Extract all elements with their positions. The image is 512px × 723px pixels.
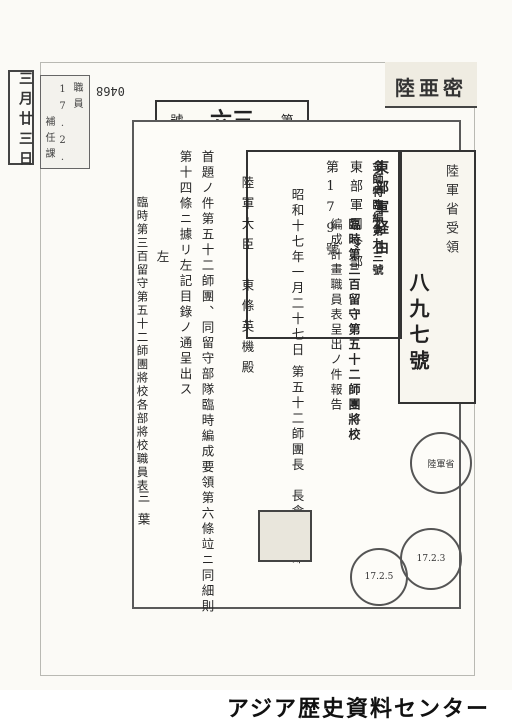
recipient: 陸軍大臣 東條英機殿	[239, 176, 255, 381]
header-stamp-text: 陸亜密	[395, 76, 467, 100]
square-seal	[258, 510, 312, 562]
receipt-date: 17.2.	[57, 84, 68, 169]
routing-box: 東部軍経由 東部軍司令部 第179號	[246, 150, 402, 339]
header-stamp: 陸亜密	[385, 62, 477, 108]
ministry-receipt-title: 陸軍省受領	[443, 164, 458, 259]
body-line2: 第十四條ニ據リ左記目錄ノ通呈出ス	[177, 150, 193, 398]
receipt-stamp: 職員 17.2. 補任課	[40, 75, 90, 169]
routing-line3: 第179號	[323, 160, 338, 261]
document-number: 金師特臨編第九三號	[371, 160, 384, 277]
serial-number: 0468	[96, 84, 125, 98]
routing-line2: 東部軍経由	[373, 160, 389, 260]
body-heading: 左	[154, 250, 170, 269]
round-date-stamp-2: 17.2.3	[400, 528, 462, 590]
receipt-role1: 職員	[71, 82, 82, 114]
round-stamp-label: 陸軍省	[427, 459, 455, 470]
round-stamp-2-date: 17.2.3	[416, 554, 446, 564]
side-date-label: 三月廿三日	[8, 70, 34, 171]
ministry-receipt-stamp: 陸軍省受領 八九七號	[398, 150, 476, 404]
body-item: 臨時第三百留守第五十二師團將校各部將校職員表	[135, 196, 150, 493]
body-item-count: 三葉	[135, 490, 151, 535]
archive-footer: アジア歴史資料センター	[0, 690, 512, 723]
routing-line1: 東部軍司令部	[347, 160, 362, 274]
receipt-role2: 補任課	[43, 116, 54, 164]
subject-line2: 編成計畫職員表呈出ノ件報告	[329, 218, 343, 413]
subject-line1: 臨時第三百留守第五十二師團將校	[347, 218, 361, 443]
round-receipt-stamp: 陸軍省	[410, 432, 472, 494]
document-page: 三月廿三日 職員 17.2. 補任課 0468 號 六三 第 陸亜密 陸軍省受領…	[8, 62, 477, 676]
body-line1: 首題ノ件第五十二師團、同留守部隊臨時編成要領第六條竝ニ同細則	[199, 150, 215, 615]
round-stamp-1-date: 17.2.5	[364, 572, 394, 582]
archive-name: アジア歴史資料センター	[226, 696, 490, 722]
ministry-receipt-number: 八九七號	[406, 272, 430, 376]
document-date: 昭和十七年一月二十七日	[289, 188, 305, 359]
